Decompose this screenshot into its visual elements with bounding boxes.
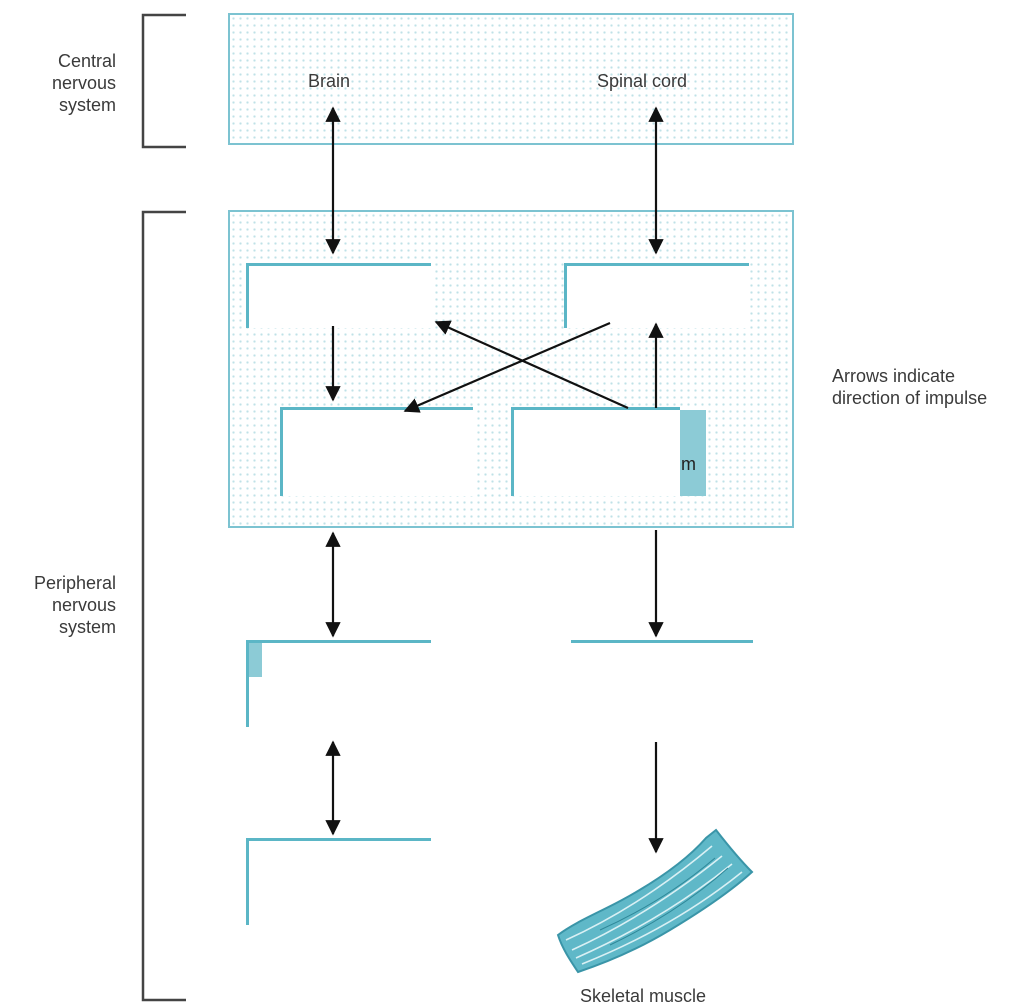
arrow-cross-2 xyxy=(434,320,629,410)
skeletal-muscle-label: Skeletal muscle xyxy=(580,986,707,1006)
blank-box-lower-left xyxy=(246,640,431,727)
arrow-cross-1 xyxy=(403,321,611,413)
blank-box-bottom-left xyxy=(246,838,431,925)
blank-box-top-left xyxy=(246,263,431,328)
peripheral-nervous-system-label: Peripheral nervous system xyxy=(33,573,116,637)
skeletal-muscle-illustration xyxy=(556,828,754,974)
partial-label-m: m xyxy=(681,454,696,474)
cns-box xyxy=(228,13,794,145)
brain-label: Brain xyxy=(308,71,351,91)
tab-lower-left xyxy=(248,643,262,677)
blank-box-top-right xyxy=(564,263,749,328)
blank-box-mid-left xyxy=(280,407,473,496)
tab-mid-right xyxy=(678,410,706,496)
pns-bracket xyxy=(141,210,186,1002)
central-nervous-system-label: Central nervous system xyxy=(51,51,116,115)
arrows-note: Arrows indicate direction of impulse xyxy=(832,366,988,408)
blank-box-mid-right xyxy=(511,407,680,496)
cns-bracket xyxy=(141,13,186,149)
spinal-cord-label: Spinal cord xyxy=(597,71,688,91)
blank-box-lower-right xyxy=(571,640,753,727)
